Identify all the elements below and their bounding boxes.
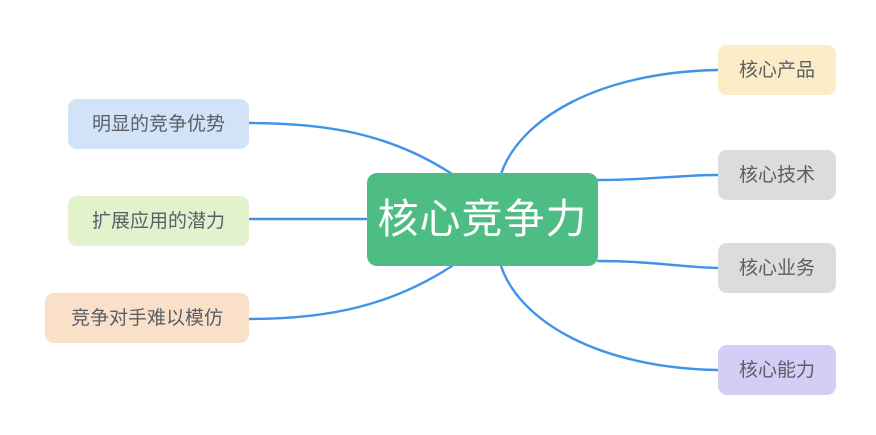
branch-node-left-1-label: 明显的竞争优势: [91, 113, 225, 135]
branch-node-right-4-label: 核心能力: [738, 359, 815, 381]
edge-to-明显的竞争优势: [247, 121, 454, 176]
edge-to-核心能力: [499, 264, 720, 372]
branch-node-left-2-label: 扩展应用的潜力: [91, 210, 225, 232]
edge-to-核心产品: [499, 68, 720, 176]
edge-to-核心技术: [596, 173, 720, 182]
branch-node-right-1[interactable]: 核心产品: [718, 45, 836, 95]
edge-to-竞争对手难以模仿: [247, 264, 454, 321]
edge-to-核心业务: [596, 259, 720, 270]
central-node[interactable]: 核心竞争力: [367, 173, 598, 266]
branch-node-right-3-label: 核心业务: [738, 257, 815, 279]
branch-node-right-4[interactable]: 核心能力: [718, 345, 836, 395]
branch-node-left-3[interactable]: 竞争对手难以模仿: [45, 293, 249, 343]
branch-node-left-3-label: 竞争对手难以模仿: [70, 307, 223, 329]
branch-node-right-2[interactable]: 核心技术: [718, 150, 836, 200]
branch-node-left-2[interactable]: 扩展应用的潜力: [68, 196, 249, 246]
central-node-label: 核心竞争力: [377, 196, 588, 242]
branch-node-left-1[interactable]: 明显的竞争优势: [68, 99, 249, 149]
branch-node-right-2-label: 核心技术: [738, 164, 815, 186]
branch-node-right-1-label: 核心产品: [738, 59, 815, 81]
branch-node-right-3[interactable]: 核心业务: [718, 243, 836, 293]
